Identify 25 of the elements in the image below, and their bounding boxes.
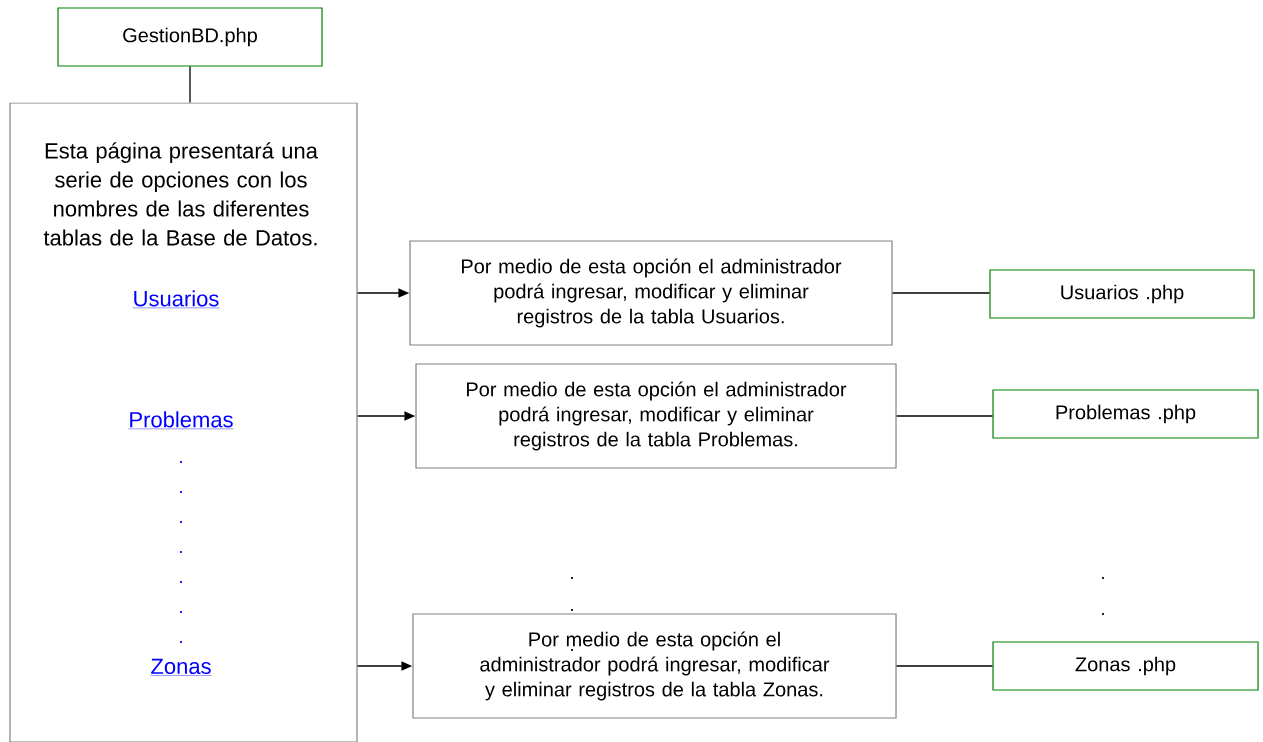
link: Zonas bbox=[150, 658, 212, 676]
dot: . bbox=[180, 551, 182, 553]
connector-line bbox=[895, 415, 994, 417]
link: Usuarios bbox=[132, 290, 220, 309]
dot: . bbox=[571, 577, 573, 579]
dot: . bbox=[1102, 577, 1104, 579]
description-box: Por medio de esta opción el administrador podrá ingresar, modificar y eliminar registros de la tabla Problemas. bbox=[415, 363, 897, 469]
file-box: Problemas .php bbox=[992, 389, 1259, 439]
dot: . bbox=[180, 491, 182, 493]
description-text: Esta página presentará una serie de opciones con los nombres de las diferentes tablas de la Base de Datos. bbox=[43, 142, 318, 246]
dot: . bbox=[1102, 613, 1104, 615]
file-box: GestionBD.php bbox=[57, 7, 323, 67]
connector-line bbox=[895, 665, 994, 667]
dot: . bbox=[571, 649, 573, 651]
connector-line bbox=[891, 292, 991, 294]
dot: . bbox=[180, 461, 182, 463]
dot: . bbox=[180, 521, 182, 523]
dot: . bbox=[180, 611, 182, 613]
link: Problemas bbox=[128, 411, 234, 430]
file-box: Usuarios .php bbox=[989, 269, 1255, 319]
connector-line bbox=[189, 65, 191, 104]
description-box: Por medio de esta opción el administrador podrá ingresar, modificar y eliminar registros de la tabla Usuarios. bbox=[409, 240, 893, 346]
file-box: Zonas .php bbox=[992, 641, 1259, 691]
page-panel bbox=[9, 102, 358, 742]
dot: . bbox=[180, 581, 182, 583]
